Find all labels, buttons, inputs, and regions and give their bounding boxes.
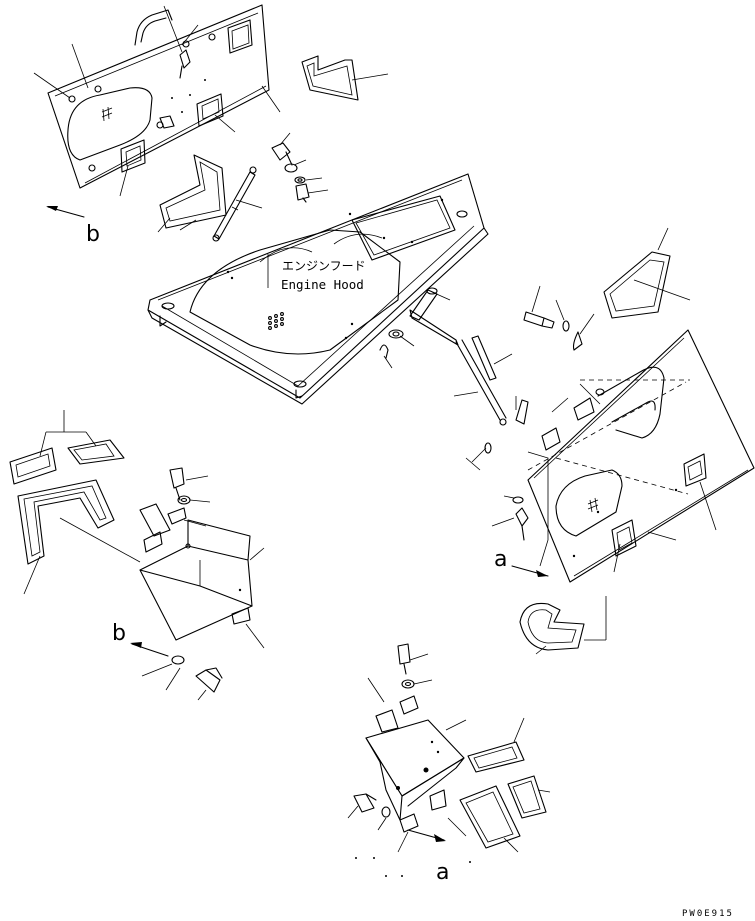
drawing-number: PW0E915 [682, 909, 734, 919]
leader-lines-bottom [348, 654, 550, 852]
side-panel-a [528, 330, 754, 582]
grille-icon-right [588, 498, 598, 512]
leader-lines-mid [384, 292, 512, 396]
arrow-b-icon [46, 206, 84, 217]
gasket-left-l [18, 480, 114, 564]
arrow-b-lower-icon [130, 642, 168, 656]
leader-lines-left [24, 410, 264, 700]
side-panel-b [48, 5, 269, 188]
gasket-right-top [604, 252, 670, 318]
gasket-bottom-1 [468, 742, 524, 772]
dot-marks-bottom [355, 857, 471, 877]
cover-box-bottom [366, 696, 464, 832]
hood-holes [269, 313, 284, 330]
gasket-top [302, 56, 358, 100]
view-label-a-right: a [494, 547, 507, 572]
hood-label-jp: エンジンフード [282, 259, 366, 273]
grille-icon [102, 107, 112, 121]
hidden-line-3 [556, 458, 688, 494]
view-label-a-bottom: a [436, 860, 449, 885]
latch-assembly [272, 143, 309, 202]
hood-label-en: Engine Hood [281, 277, 364, 292]
hood-stay [380, 288, 506, 425]
engine-hood [148, 174, 488, 404]
gasket-right-lower [520, 603, 584, 650]
cover-box-left [140, 504, 252, 640]
gasket-lower [160, 155, 226, 228]
bolts-bottom-box [354, 644, 414, 817]
view-label-b-lower: b [112, 621, 126, 646]
hood-label: エンジンフード Engine Hood [268, 254, 366, 292]
hidden-line-1 [528, 382, 686, 470]
gasket-bottom-2 [508, 776, 546, 818]
gas-spring-upper [213, 167, 256, 241]
bolts-left-box [170, 468, 222, 692]
gasket-left-top [10, 440, 124, 484]
view-label-b-top: b [86, 222, 100, 247]
leader-lines-right [466, 228, 716, 654]
leader-lines-top [34, 6, 388, 232]
arrow-a-lower-icon [408, 830, 446, 842]
gasket-bottom-3 [460, 786, 520, 848]
bolt-right-mid [485, 400, 528, 540]
bolt-right-top [524, 312, 582, 350]
arrow-a-icon [512, 566, 548, 577]
